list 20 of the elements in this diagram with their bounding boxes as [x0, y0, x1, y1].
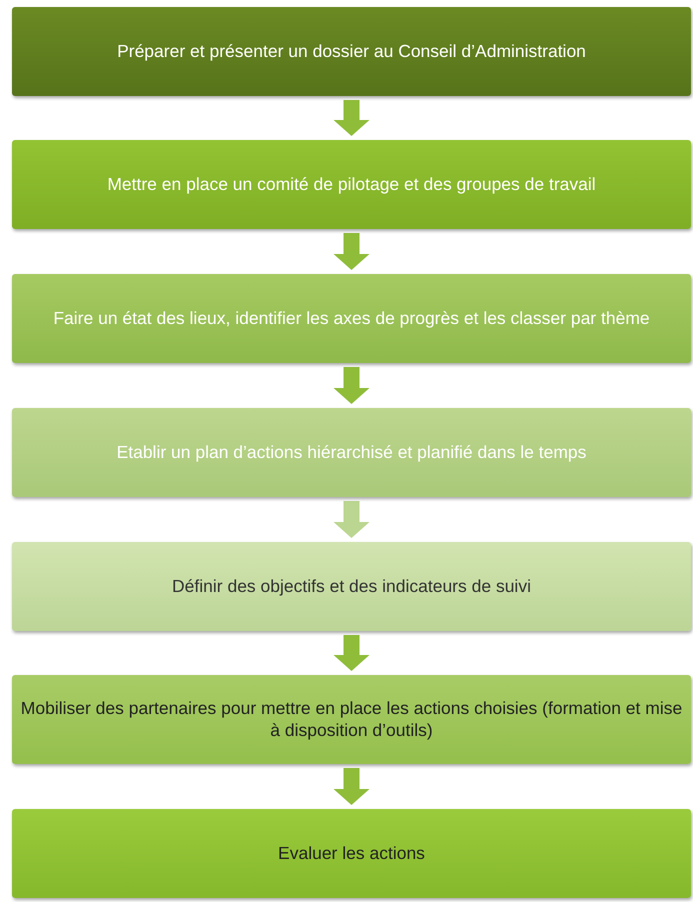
down-arrow	[334, 501, 370, 538]
down-arrow	[334, 768, 370, 805]
step-text: Mobiliser des partenaires pour mettre en place les actions choisies (formation et mise à disposition d’outils)	[20, 698, 683, 742]
step-text: Mettre en place un comité de pilotage et des groupes de travail	[107, 174, 596, 196]
step-box	[12, 675, 691, 764]
step-box	[12, 274, 691, 363]
step-box	[12, 408, 691, 497]
step-box	[12, 542, 691, 631]
down-arrow	[334, 367, 370, 404]
step-text: Préparer et présenter un dossier au Conseil d’Administration	[117, 40, 586, 62]
step-box	[12, 809, 691, 898]
step-text: Etablir un plan d’actions hiérarchisé et planifié dans le temps	[116, 442, 586, 464]
step-text: Faire un état des lieux, identifier les axes de progrès et les classer par thème	[53, 308, 650, 330]
step-text: Définir des objectifs et des indicateurs de suivi	[172, 576, 531, 598]
step-text: Evaluer les actions	[278, 842, 425, 864]
down-arrow	[334, 100, 370, 136]
step-box	[12, 7, 691, 96]
down-arrow	[334, 233, 370, 270]
down-arrow	[334, 635, 370, 671]
step-box	[12, 140, 691, 229]
